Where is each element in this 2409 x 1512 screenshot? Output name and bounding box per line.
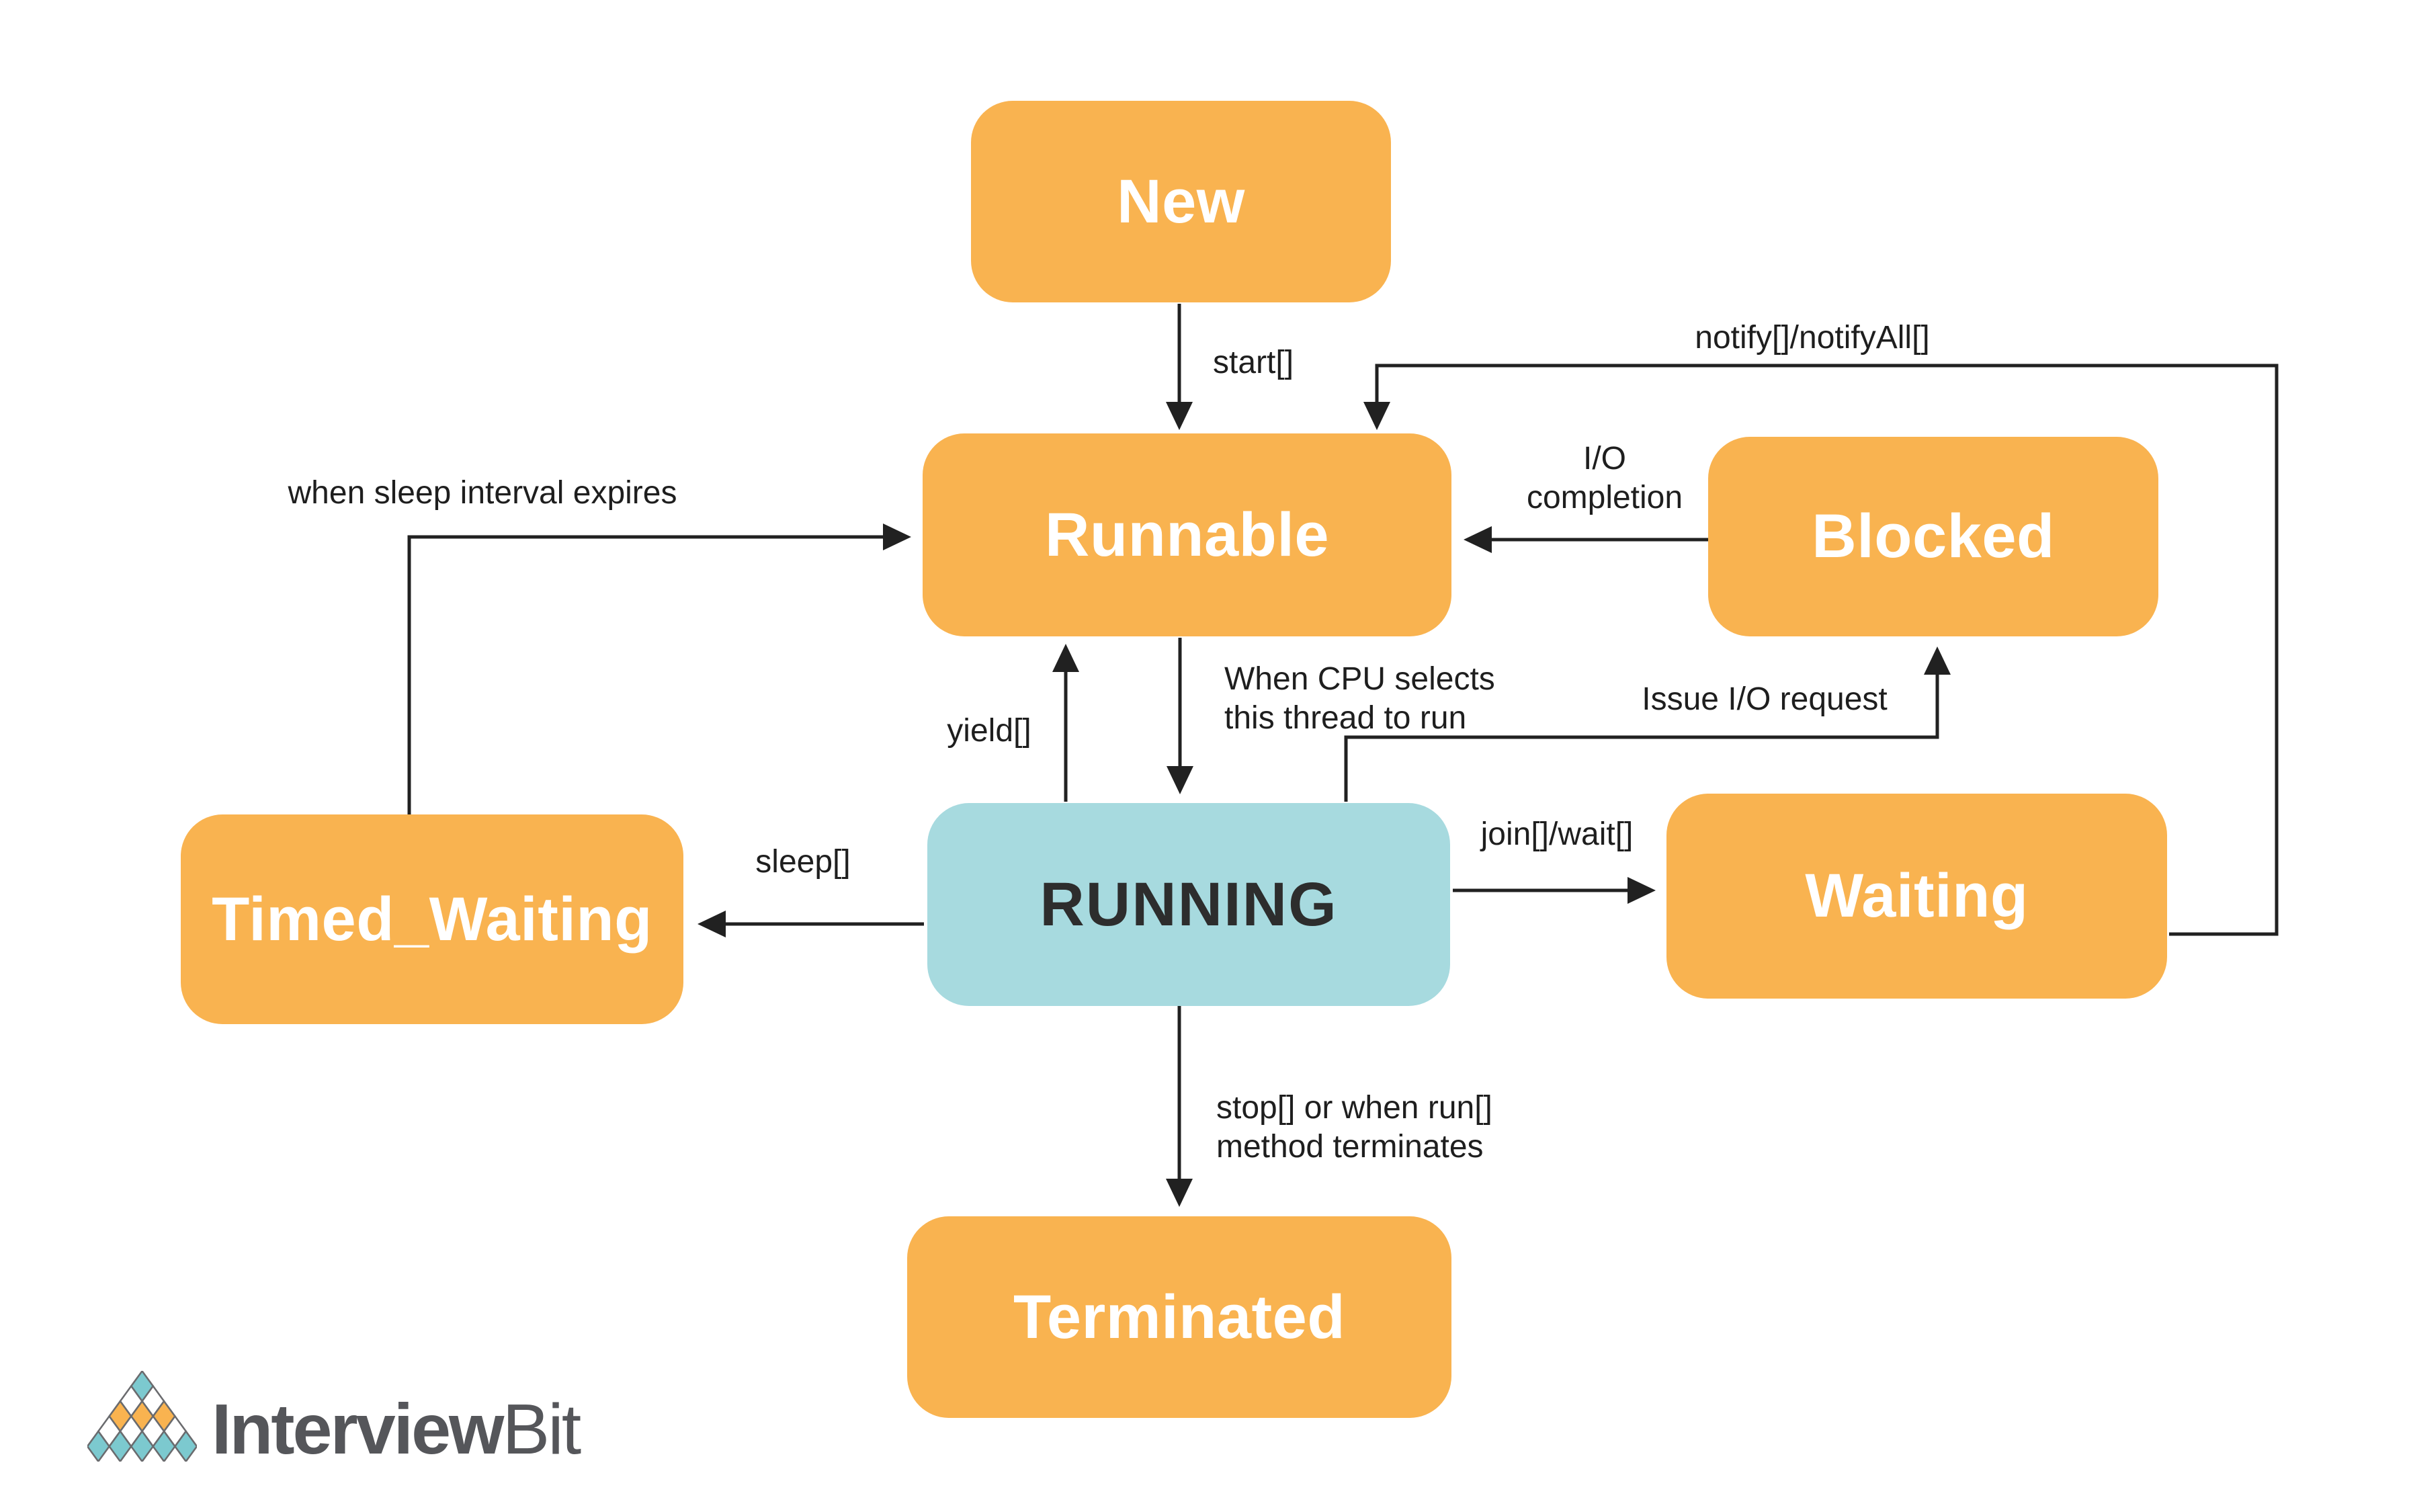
state-terminated: Terminated [907,1216,1451,1418]
state-running-label: RUNNING [1040,870,1338,939]
state-timed-waiting-label: Timed_Waiting [212,884,652,954]
state-terminated-label: Terminated [1013,1282,1346,1351]
interviewbit-logo-pyramid-icon [87,1371,197,1462]
state-timed-waiting: Timed_Waiting [181,814,683,1024]
label-cpu-selects: When CPU selects this thread to run [1224,661,1495,736]
state-blocked: Blocked [1708,437,2158,636]
interviewbit-wordmark: InterviewBit [212,1394,581,1465]
label-sleep: sleep[] [755,844,851,880]
wordmark-bit: Bit [502,1390,582,1469]
label-issue-io: Issue I/O request [1642,681,1888,717]
state-runnable: Runnable [923,433,1451,636]
state-blocked-label: Blocked [1812,502,2055,571]
arrow-notify [1363,364,2279,936]
state-running: RUNNING [927,803,1450,1006]
label-join-wait: join[]/wait[] [1480,816,1634,852]
arrow-sleep-expires [407,523,911,814]
state-new-label: New [1117,167,1245,236]
label-start: start[] [1213,345,1294,380]
label-stop: stop[] or when run[] method terminates [1216,1090,1492,1165]
label-io-completion: I/O completion [1526,441,1683,515]
label-yield: yield[] [947,713,1031,749]
wordmark-interview: Interview [212,1390,505,1469]
interviewbit-logo: InterviewBit [87,1371,581,1465]
state-new: New [971,101,1391,302]
state-waiting-label: Waiting [1805,862,2029,930]
arrow-issue-io [1344,646,1951,802]
label-sleep-expires: when sleep interval expires [288,475,677,511]
label-notify: notify[]/notifyAll[] [1695,320,1930,355]
state-runnable-label: Runnable [1044,500,1330,569]
state-waiting: Waiting [1666,794,2167,999]
